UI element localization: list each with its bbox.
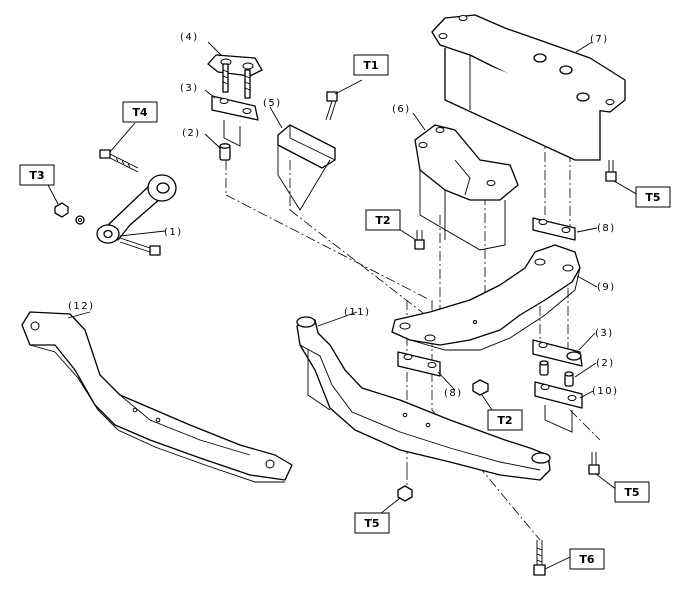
transmission-mount xyxy=(414,124,519,251)
torque-box-t6: T6 xyxy=(569,548,605,570)
bolt-t2-left xyxy=(414,230,425,250)
svg-text:T1: T1 xyxy=(363,59,378,72)
part-labels: (4) (3) (2) (5) (6) (7) (8) (9) (3) (2) … xyxy=(68,32,619,399)
torque-boxes: T1 T4 T3 T2 T5 T2 T5 T5 xyxy=(19,54,671,570)
svg-text:T5: T5 xyxy=(364,517,379,530)
torque-box-t5-bottom: T5 xyxy=(354,512,390,534)
bolt-t6 xyxy=(533,540,546,576)
plate-upper xyxy=(211,95,259,147)
torque-box-t3: T3 xyxy=(19,164,55,186)
svg-text:T6: T6 xyxy=(579,553,595,566)
stopper-lower xyxy=(397,351,441,377)
nut-t2-right xyxy=(472,379,489,396)
label-part-6: (6) xyxy=(392,104,411,115)
bolt-t5-right xyxy=(588,452,600,475)
stopper-upper xyxy=(532,217,576,241)
bolt-t1 xyxy=(325,91,338,121)
torque-box-t5-top: T5 xyxy=(635,186,671,208)
svg-text:T5: T5 xyxy=(624,486,639,499)
bolt-t5-top xyxy=(605,160,617,182)
stopper-pad xyxy=(277,124,336,211)
svg-text:T2: T2 xyxy=(375,214,390,227)
svg-text:T2: T2 xyxy=(497,414,512,427)
label-part-11: (11) xyxy=(344,307,371,318)
label-part-2-right: (2) xyxy=(596,358,615,369)
svg-text:T3: T3 xyxy=(29,169,44,182)
plate-lower-right xyxy=(534,381,583,433)
upper-mount-bracket xyxy=(431,14,626,161)
label-part-7: (7) xyxy=(590,34,609,45)
collar-right-a xyxy=(539,360,549,376)
svg-text:T5: T5 xyxy=(645,191,660,204)
pitching-stopper xyxy=(75,174,177,244)
collar-upper xyxy=(219,143,231,161)
label-part-1: (1) xyxy=(164,227,183,238)
torque-box-t2-left: T2 xyxy=(365,209,401,231)
plate-right xyxy=(532,339,583,367)
torque-box-t1: T1 xyxy=(353,54,389,76)
label-part-12: (12) xyxy=(68,301,95,312)
svg-text:T4: T4 xyxy=(132,106,148,119)
torque-box-t2-right: T2 xyxy=(487,409,523,431)
rear-crossmember xyxy=(21,311,293,483)
label-part-9: (9) xyxy=(597,282,616,293)
label-part-3-upper: (3) xyxy=(180,83,199,94)
label-part-8-lower: (8) xyxy=(444,388,463,399)
collar-right-b xyxy=(564,371,574,387)
bolt-stopper xyxy=(119,237,161,256)
stud-bracket xyxy=(207,54,263,99)
torque-box-t4: T4 xyxy=(122,101,158,123)
label-part-8-upper: (8) xyxy=(597,223,616,234)
label-part-2-upper: (2) xyxy=(182,128,201,139)
front-crossmember xyxy=(296,316,551,481)
nut-t5-bottom xyxy=(397,485,413,502)
label-part-5: (5) xyxy=(263,98,282,109)
label-part-10: (10) xyxy=(592,386,619,397)
bolt-t4 xyxy=(99,149,139,173)
nut-t3 xyxy=(54,202,69,218)
label-part-4: (4) xyxy=(180,32,199,43)
transmission-crossmember xyxy=(391,244,581,351)
torque-box-t5-right: T5 xyxy=(614,481,650,503)
label-part-3-right: (3) xyxy=(595,328,614,339)
